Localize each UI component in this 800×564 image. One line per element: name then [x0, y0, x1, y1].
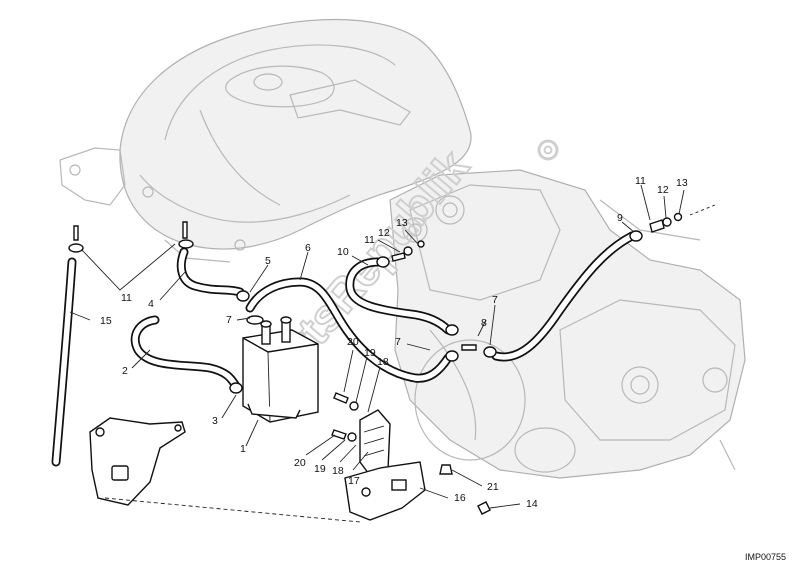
- callout-19-top: 19: [364, 347, 376, 359]
- drawing-code: IMP00755: [745, 552, 786, 562]
- callout-11-left: 11: [121, 292, 132, 304]
- callout-5: 5: [265, 255, 271, 267]
- fuel-tank-outline: [59, 18, 472, 263]
- callout-20-bottom: 20: [294, 457, 306, 469]
- callout-7-left: 7: [226, 314, 232, 326]
- callout-13-right: 13: [676, 177, 688, 189]
- hose-9: [491, 231, 637, 362]
- callout-18-top: 18: [377, 356, 389, 368]
- callout-21: 21: [487, 481, 499, 493]
- callouts: 1 2 3 4 5 6 7 7 7 8 9 10 11 11 11 12 12 …: [100, 175, 688, 510]
- callout-9: 9: [617, 212, 623, 224]
- callout-16: 16: [454, 492, 466, 504]
- callout-8: 8: [481, 317, 487, 329]
- fasteners: [73, 212, 683, 515]
- callout-20-top: 20: [347, 336, 359, 348]
- callout-19-bottom: 19: [314, 463, 326, 475]
- left-bracket: [89, 417, 361, 523]
- callout-11-right: 11: [635, 175, 646, 187]
- clamps: [68, 230, 643, 394]
- hose-4: [176, 247, 245, 297]
- callout-14: 14: [526, 498, 538, 510]
- callout-15: 15: [100, 315, 112, 327]
- callout-18-bottom: 18: [332, 465, 344, 477]
- callout-7-center: 7: [395, 336, 401, 348]
- leader-lines: [69, 184, 716, 509]
- callout-6: 6: [305, 242, 311, 254]
- callout-3: 3: [212, 415, 218, 427]
- hose-10: [345, 257, 453, 335]
- bracket-16: [344, 461, 426, 521]
- callout-4: 4: [148, 298, 154, 310]
- callout-13-center: 13: [396, 217, 408, 229]
- hose-6: [245, 277, 453, 383]
- callout-7-right: 7: [492, 294, 498, 306]
- callout-12-center: 12: [378, 227, 390, 239]
- callout-11-center: 11: [364, 234, 375, 246]
- hose-2: [130, 315, 241, 391]
- hose-15: [51, 257, 77, 467]
- callout-12-right: 12: [657, 184, 669, 196]
- engine-outline: [389, 169, 746, 479]
- callout-1: 1: [240, 443, 246, 455]
- evap-canister: [242, 316, 319, 423]
- callout-10: 10: [337, 246, 349, 258]
- callout-2: 2: [122, 365, 128, 377]
- gear-icon: [537, 139, 559, 161]
- callout-17: 17: [348, 475, 360, 487]
